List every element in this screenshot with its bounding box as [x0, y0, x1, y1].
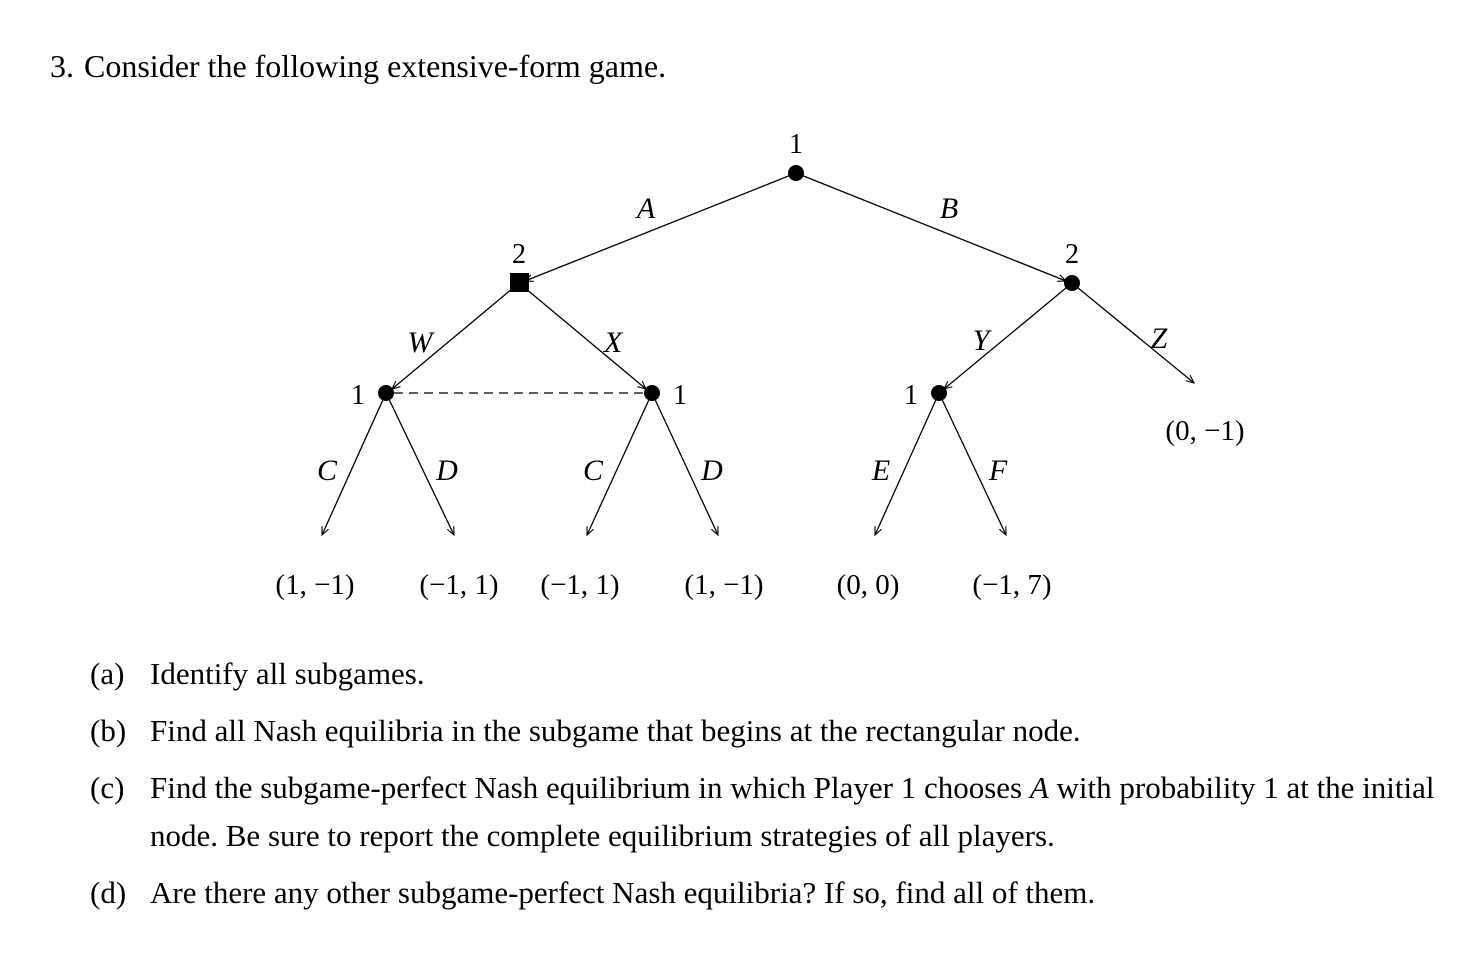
edge-label-X: X: [603, 326, 624, 359]
right-player2-node: [1064, 275, 1080, 291]
edge-label-B: B: [940, 192, 958, 225]
payoff-5: (0, 0): [837, 569, 900, 601]
edge-C-left: [321, 392, 387, 535]
question-text: Are there any other subgame-perfect Nash…: [150, 875, 1096, 910]
question-tag: (a): [90, 656, 125, 691]
edge-A: [525, 172, 797, 281]
lower-right-player-label: 1: [904, 380, 918, 411]
payoff-3: (−1, 1): [540, 569, 619, 601]
question-b: (b) Find all Nash equilibria in the subg…: [90, 707, 1450, 755]
edge-W: [392, 282, 520, 389]
edge-Z: [1071, 282, 1194, 383]
edge-D-left: [385, 392, 455, 535]
info-left-player-label: 1: [351, 380, 365, 411]
question-tag: (b): [90, 713, 127, 748]
edge-label-Z: Z: [1151, 322, 1168, 355]
edge-E: [874, 392, 940, 535]
question-text: Identify all subgames.: [150, 656, 425, 691]
problem-number: 3.: [50, 48, 74, 84]
edge-label-A: A: [635, 192, 656, 225]
edge-F: [938, 392, 1007, 535]
problem-statement: 3. Consider the following extensive-form …: [50, 48, 666, 85]
edge-D-right: [651, 392, 719, 535]
question-text-part: Find the subgame-perfect Nash equilibriu…: [150, 770, 1023, 805]
edge-B: [795, 172, 1066, 281]
edge-label-Y: Y: [973, 324, 993, 357]
edge-label-D-left: D: [435, 454, 458, 487]
root-node: [788, 165, 804, 181]
root-player-label: 1: [789, 129, 803, 160]
question-d: (d) Are there any other subgame-perfect …: [90, 869, 1450, 917]
payoff-1: (1, −1): [275, 569, 354, 601]
edge-label-F: F: [988, 454, 1008, 487]
payoff-6: (−1, 7): [972, 569, 1051, 601]
edge-label-C-left: C: [317, 454, 338, 487]
edge-label-E: E: [871, 454, 890, 487]
question-text: Find the subgame-perfect Nash equilibriu…: [150, 764, 1450, 860]
problem-intro: Consider the following extensive-form ga…: [84, 48, 667, 84]
question-c: (c) Find the subgame-perfect Nash equili…: [90, 764, 1450, 860]
payoff-4: (1, −1): [684, 569, 763, 601]
edge-Y: [944, 282, 1073, 389]
info-set-right-node: [644, 385, 660, 401]
info-set-left-node: [378, 385, 394, 401]
edge-label-D-right: D: [700, 454, 723, 487]
lower-right-node: [931, 385, 947, 401]
action-variable: A: [1029, 770, 1049, 805]
edge-label-C-right: C: [583, 454, 604, 487]
question-a: (a) Identify all subgames.: [90, 650, 1450, 698]
payoff-2: (−1, 1): [419, 569, 498, 601]
rect-node-player-label: 2: [512, 239, 526, 270]
payoff-7: (0, −1): [1165, 415, 1244, 447]
question-text: Find all Nash equilibria in the subgame …: [150, 713, 1081, 748]
right-node-player-label: 2: [1065, 239, 1079, 270]
question-tag: (c): [90, 770, 125, 805]
edge-X: [518, 282, 646, 389]
edge-C-right: [586, 392, 653, 535]
rectangular-node: [510, 273, 529, 292]
info-right-player-label: 1: [673, 380, 687, 411]
question-tag: (d): [90, 875, 127, 910]
edge-label-W: W: [408, 326, 436, 359]
question-text-part: with probability 1 at the initial node. …: [150, 770, 1435, 853]
question-list: (a) Identify all subgames. (b) Find all …: [90, 650, 1450, 926]
